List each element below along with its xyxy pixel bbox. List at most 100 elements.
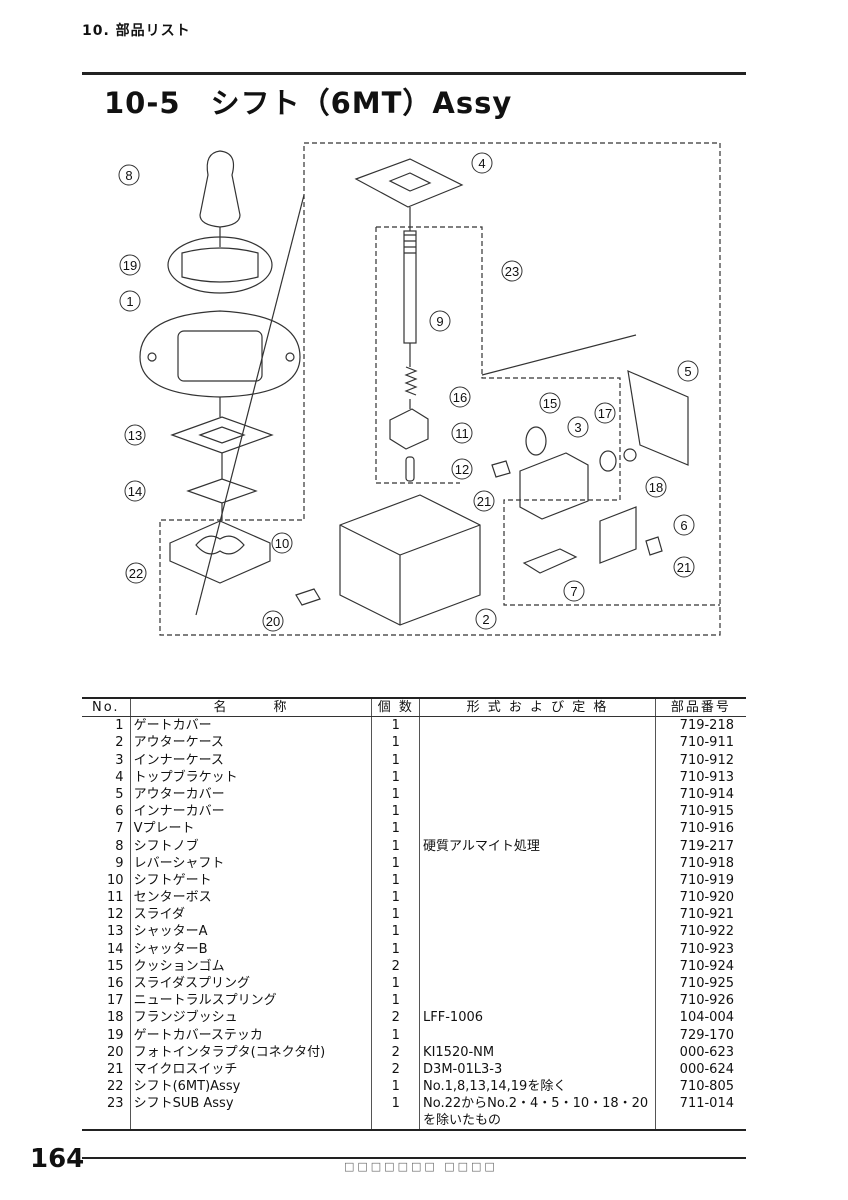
cell-spec: LFF-1006 [419, 1009, 656, 1027]
cell-no: 15 [107, 958, 124, 974]
svg-text:7: 7 [570, 584, 577, 599]
shift-knob-part [199, 150, 241, 228]
cell-spec [419, 1026, 656, 1044]
cell-no: 13 [107, 924, 124, 940]
cell-qty: 1 [371, 871, 420, 890]
cell-qty: 2 [371, 1009, 420, 1027]
col-qty: 個 数 [371, 697, 420, 718]
svg-text:6: 6 [680, 518, 687, 533]
cell-spec [419, 992, 656, 1010]
cell-part-number: 710-925 [654, 975, 746, 993]
bottom-rule [82, 1157, 746, 1159]
cell-name: シフトゲート [129, 871, 372, 890]
cell-qty: 1 [371, 1095, 420, 1132]
page-number: 164 [30, 1144, 85, 1174]
cell-qty: 1 [371, 923, 420, 941]
svg-text:21: 21 [477, 494, 491, 509]
svg-text:22: 22 [129, 566, 143, 581]
cell-spec [419, 785, 656, 804]
cell-no: 18 [107, 1010, 124, 1026]
svg-text:3: 3 [574, 420, 581, 435]
cell-part-number: 000-623 [654, 1043, 746, 1061]
svg-text:2: 2 [482, 612, 489, 627]
shift-gate-part [169, 520, 271, 584]
shutter-b-part [186, 478, 258, 504]
cell-part-number: 719-218 [654, 716, 746, 735]
cell-name: シフト(6MT)Assy [129, 1078, 372, 1096]
cell-no: 2 [115, 735, 124, 751]
svg-text:9: 9 [436, 314, 443, 329]
cell-qty: 1 [371, 854, 420, 872]
cell-qty: 1 [371, 975, 420, 993]
cell-spec [419, 906, 656, 924]
sticker-part [167, 236, 273, 294]
outer-cover-part [627, 370, 689, 466]
cell-qty: 1 [371, 940, 420, 958]
cell-qty: 1 [371, 889, 420, 907]
inner-case-part [519, 452, 589, 520]
cell-no: 7 [115, 821, 124, 837]
svg-text:19: 19 [123, 258, 137, 273]
cell-spec [419, 975, 656, 993]
shutter-a-part [170, 416, 274, 454]
cell-no: 20 [107, 1044, 124, 1060]
col-name: 名 称 [129, 697, 372, 718]
svg-text:21: 21 [677, 560, 691, 575]
cell-name: Vプレート [129, 820, 372, 838]
cell-spec [419, 923, 656, 941]
cell-qty: 1 [371, 803, 420, 821]
cell-spec: D3M-01L3-3 [419, 1060, 656, 1079]
cell-part-number: 711-014 [654, 1095, 746, 1132]
cell-name: スライダ [129, 906, 372, 924]
svg-text:18: 18 [649, 480, 663, 495]
cell-name: クッションゴム [129, 957, 372, 975]
slider-part [405, 456, 415, 482]
cell-no: 17 [107, 993, 124, 1009]
top-rule [82, 72, 746, 75]
cell-part-number: 710-919 [654, 871, 746, 890]
cell-name: シャッターA [129, 923, 372, 941]
cell-name: ゲートカバー [129, 716, 372, 735]
lever-shaft-part [403, 230, 417, 344]
cushion-part [525, 426, 547, 456]
slider-spring-part [404, 366, 418, 396]
v-plate-part [522, 548, 578, 574]
cell-qty: 1 [371, 716, 420, 735]
gate-cover-part [139, 310, 301, 398]
svg-text:16: 16 [453, 390, 467, 405]
cell-spec: No.22からNo.2・4・5・10・18・20を除いたもの [419, 1095, 656, 1132]
cell-no: 11 [107, 890, 124, 906]
col-no: No. [82, 697, 131, 718]
cell-part-number: 710-916 [654, 820, 746, 838]
cell-name: センターボス [129, 889, 372, 907]
cell-qty: 1 [371, 785, 420, 804]
cell-spec: 硬質アルマイト処理 [419, 837, 656, 855]
cell-no: 3 [115, 752, 124, 768]
svg-text:4: 4 [478, 156, 485, 171]
page-title: 10-5 シフト（6MT）Assy [104, 86, 513, 120]
svg-text:1: 1 [126, 294, 133, 309]
cell-qty: 1 [371, 1026, 420, 1044]
cell-no: 14 [107, 941, 124, 957]
cell-name: ニュートラルスプリング [129, 992, 372, 1010]
cell-part-number: 710-911 [654, 734, 746, 752]
cell-no: 9 [115, 855, 124, 871]
svg-text:15: 15 [543, 396, 557, 411]
top-bracket-part [354, 158, 464, 208]
cell-no: 21 [107, 1061, 124, 1077]
svg-text:12: 12 [455, 462, 469, 477]
svg-text:10: 10 [275, 536, 289, 551]
cell-no: 16 [107, 976, 124, 991]
cell-part-number: 710-924 [654, 957, 746, 975]
svg-text:17: 17 [598, 406, 612, 421]
cell-name: インナーカバー [129, 803, 372, 821]
cell-part-number: 104-004 [654, 1009, 746, 1027]
